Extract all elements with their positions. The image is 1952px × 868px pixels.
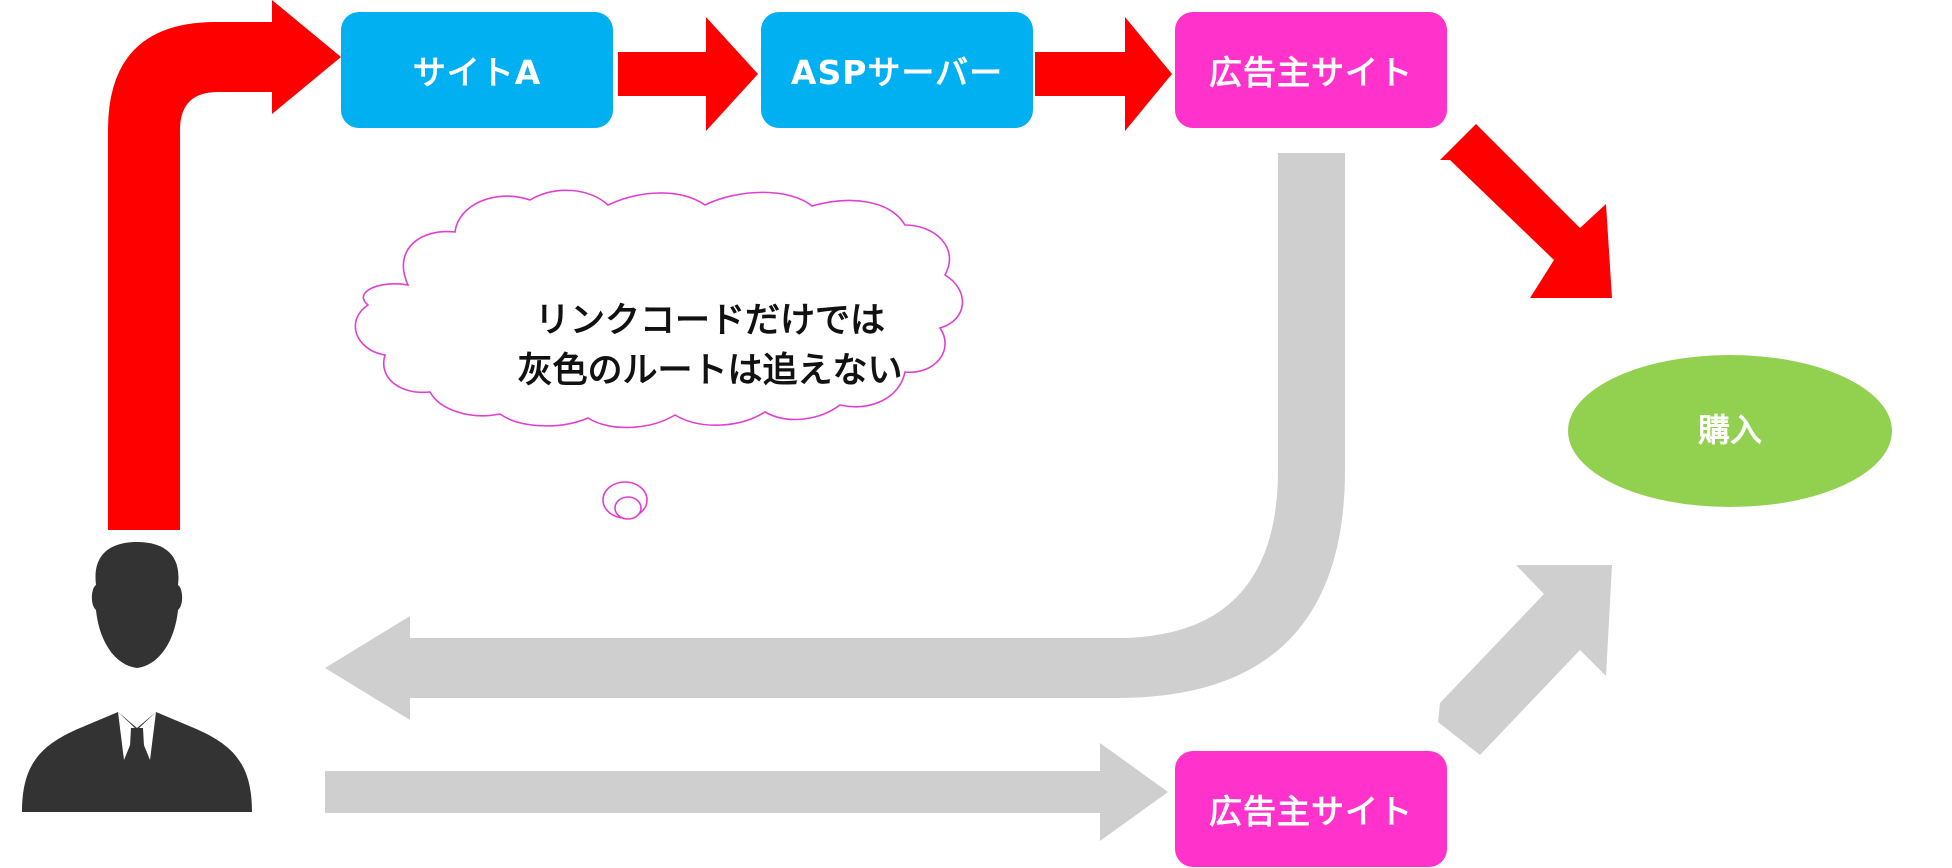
red-arrow-advertiser-to-purchase <box>1440 124 1612 298</box>
red-arrow-asp-to-advertiser <box>1035 17 1172 131</box>
gray-route-return-to-user <box>325 153 1345 720</box>
bubble-line-1: リンクコードだけでは <box>534 301 885 341</box>
red-route-arrow-to-site-a <box>108 0 341 530</box>
gray-arrow-user-to-advertiser <box>325 743 1168 841</box>
person-silhouette-icon <box>22 542 252 812</box>
purchase-label: 購入 <box>1697 411 1762 449</box>
asp-server-label: ASPサーバー <box>790 53 1004 92</box>
red-arrow-site-a-to-asp <box>618 17 758 131</box>
advertiser-site-label-top: 広告主サイト <box>1209 53 1413 92</box>
purchase-ellipse <box>1568 355 1892 507</box>
bubble-line-2: 灰色のルートは追えない <box>517 351 903 391</box>
advertiser-site-box-top: 広告主サイト <box>1175 12 1447 128</box>
gray-arrow-advertiser-to-purchase <box>1438 565 1612 755</box>
site-a-label: サイトA <box>412 53 542 92</box>
thought-bubble-icon <box>354 189 964 520</box>
thought-bubble-text: リンクコードだけでは 灰色のルートは追えない <box>430 296 990 396</box>
site-a-box: サイトA <box>341 12 613 128</box>
advertiser-site-box-bottom: 広告主サイト <box>1175 751 1447 867</box>
asp-server-box: ASPサーバー <box>761 12 1033 128</box>
advertiser-site-label-bottom: 広告主サイト <box>1209 792 1413 831</box>
